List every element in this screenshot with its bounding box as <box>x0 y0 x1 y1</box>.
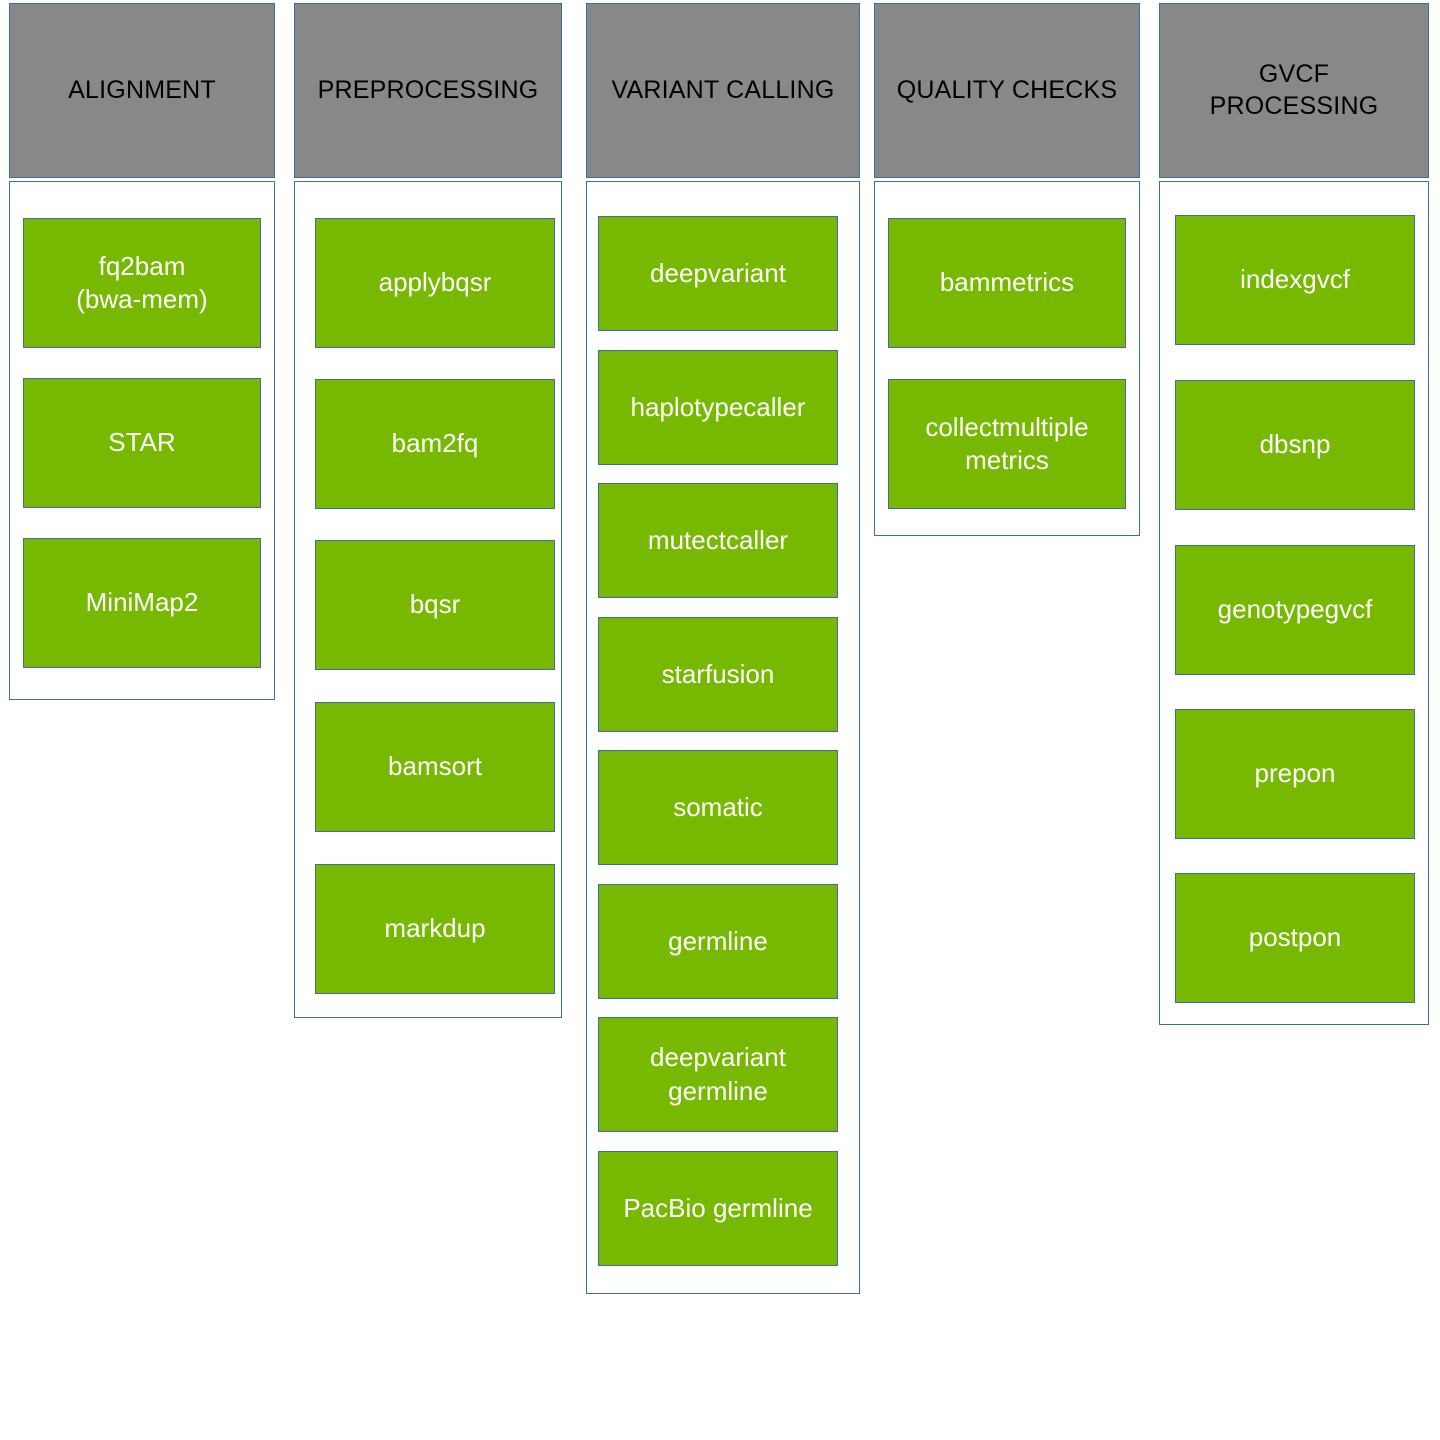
node-gvcf-processing-3[interactable]: prepon <box>1175 709 1415 839</box>
node-quality-checks-1[interactable]: collectmultiple metrics <box>888 379 1126 509</box>
node-preprocessing-0[interactable]: applybqsr <box>315 218 555 348</box>
node-variant-calling-3[interactable]: starfusion <box>598 617 838 732</box>
column-header-quality-checks: QUALITY CHECKS <box>874 3 1140 178</box>
node-preprocessing-3[interactable]: bamsort <box>315 702 555 832</box>
column-alignment: ALIGNMENT fq2bam (bwa-mem) STAR MiniMap2 <box>9 3 275 700</box>
node-gvcf-processing-2[interactable]: genotypegvcf <box>1175 545 1415 675</box>
column-header-alignment: ALIGNMENT <box>9 3 275 178</box>
node-quality-checks-0[interactable]: bammetrics <box>888 218 1126 348</box>
node-alignment-1[interactable]: STAR <box>23 378 261 508</box>
column-header-gvcf-processing: GVCF PROCESSING <box>1159 3 1429 178</box>
column-header-preprocessing: PREPROCESSING <box>294 3 562 178</box>
node-variant-calling-0[interactable]: deepvariant <box>598 216 838 331</box>
column-body-variant-calling: deepvariant haplotypecaller mutectcaller st… <box>586 181 860 1294</box>
node-variant-calling-6[interactable]: deepvariant germline <box>598 1017 838 1132</box>
column-body-gvcf-processing: indexgvcf dbsnp genotypegvcf prepon postpon <box>1159 181 1429 1025</box>
column-gvcf-processing: GVCF PROCESSING indexgvcf dbsnp genotypegvc… <box>1159 3 1429 1025</box>
column-preprocessing: PREPROCESSING applybqsr bam2fq bqsr bamsort m… <box>294 3 562 1018</box>
node-preprocessing-2[interactable]: bqsr <box>315 540 555 670</box>
node-gvcf-processing-0[interactable]: indexgvcf <box>1175 215 1415 345</box>
node-gvcf-processing-4[interactable]: postpon <box>1175 873 1415 1003</box>
node-gvcf-processing-1[interactable]: dbsnp <box>1175 380 1415 510</box>
node-variant-calling-1[interactable]: haplotypecaller <box>598 350 838 465</box>
column-body-alignment: fq2bam (bwa-mem) STAR MiniMap2 <box>9 181 275 700</box>
column-variant-calling: VARIANT CALLING deepvariant haplotypecalle… <box>586 3 860 1294</box>
column-body-preprocessing: applybqsr bam2fq bqsr bamsort markdup <box>294 181 562 1018</box>
node-preprocessing-4[interactable]: markdup <box>315 864 555 994</box>
node-variant-calling-5[interactable]: germline <box>598 884 838 999</box>
node-variant-calling-2[interactable]: mutectcaller <box>598 483 838 598</box>
node-variant-calling-7[interactable]: PacBio germline <box>598 1151 838 1266</box>
column-body-quality-checks: bammetrics collectmultiple metrics <box>874 181 1140 536</box>
node-alignment-0[interactable]: fq2bam (bwa-mem) <box>23 218 261 348</box>
node-alignment-2[interactable]: MiniMap2 <box>23 538 261 668</box>
node-preprocessing-1[interactable]: bam2fq <box>315 379 555 509</box>
column-header-variant-calling: VARIANT CALLING <box>586 3 860 178</box>
node-variant-calling-4[interactable]: somatic <box>598 750 838 865</box>
column-quality-checks: QUALITY CHECKS bammetrics collectmultiple … <box>874 3 1140 536</box>
